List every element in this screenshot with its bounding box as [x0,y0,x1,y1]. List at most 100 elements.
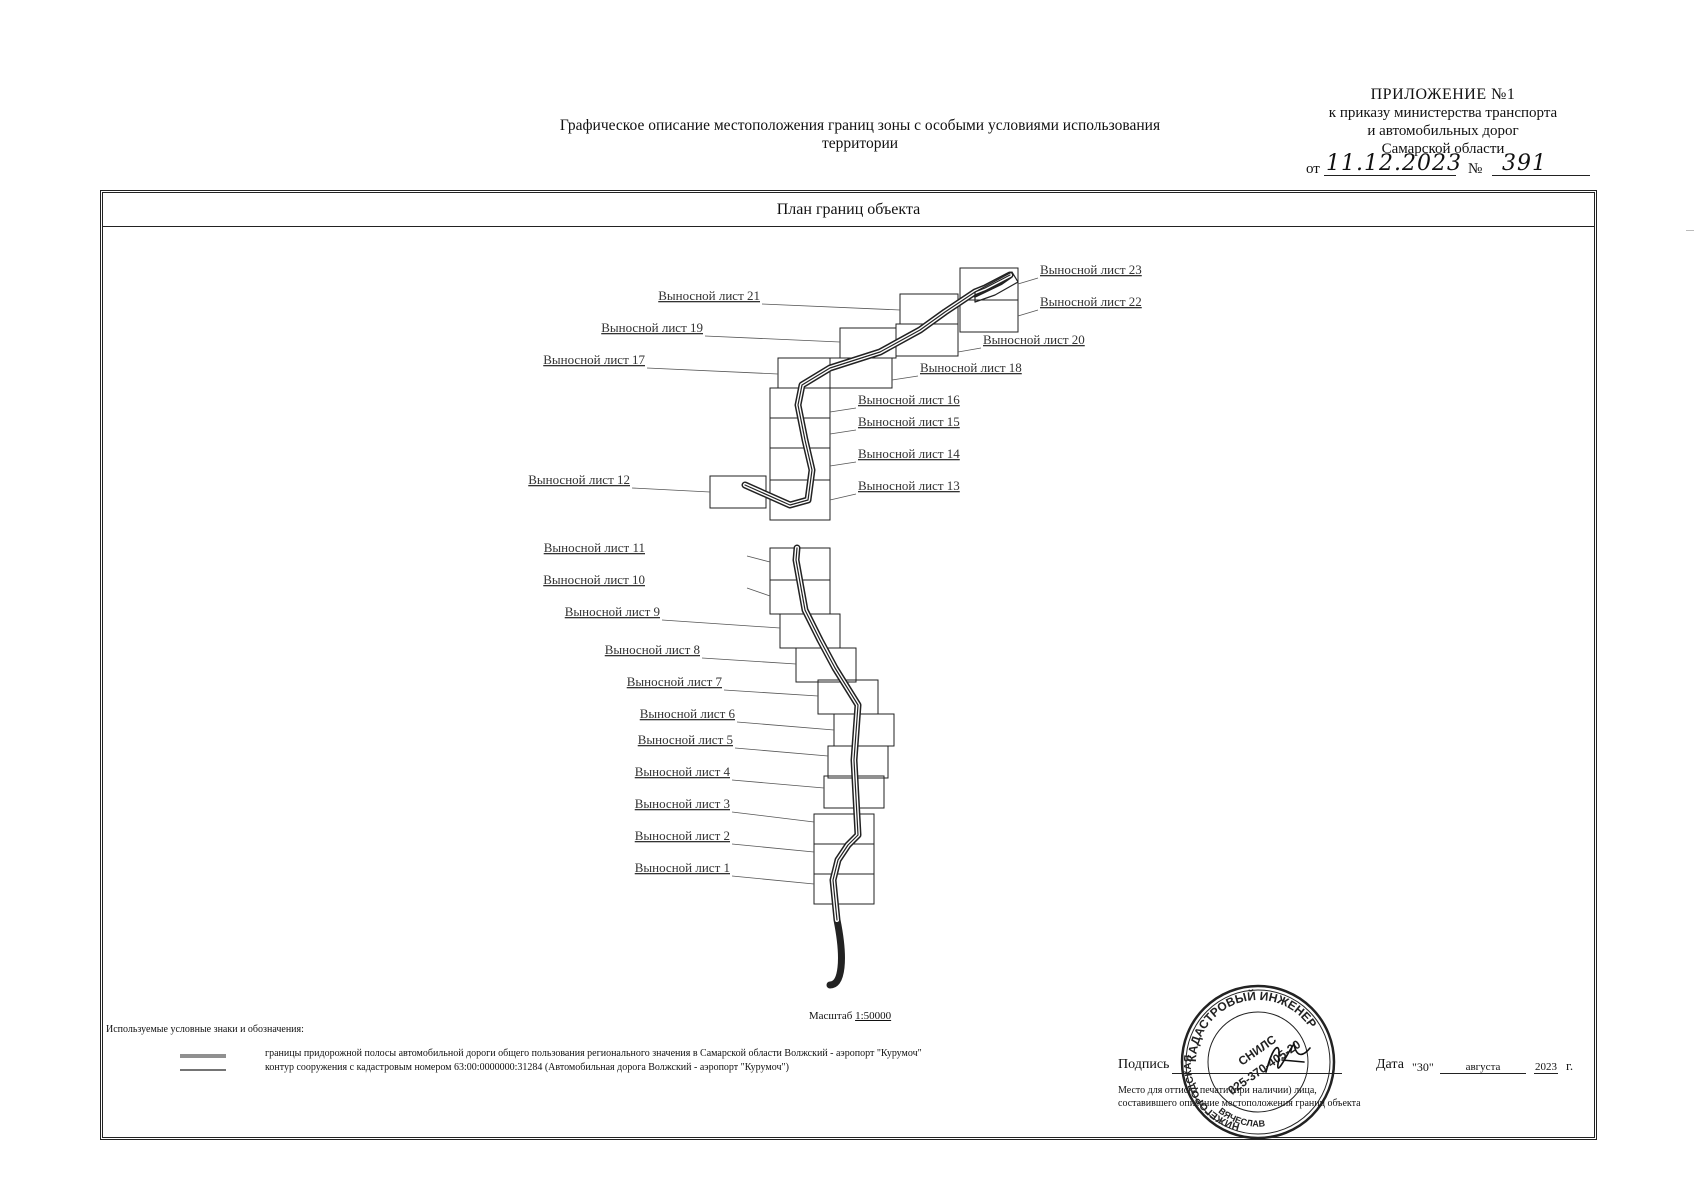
appendix-title: ПРИЛОЖЕНИЕ №1 [1370,86,1516,103]
sheet-leader: Выносной лист 11 [544,540,771,563]
road-corridor [741,271,1019,989]
sheet-leader: Выносной лист 13 [829,478,960,501]
sheet-frame [817,679,879,715]
leader-line [734,747,829,757]
leader-line [1017,309,1039,317]
engineer-seal: КАДАСТРОВЫЙ ИНЖЕНЕР НИЖЕГОРОДСКАЯ ВЯЧЕСЛ… [1180,984,1336,1140]
leader-line [723,689,819,697]
leader-line [631,487,711,493]
sheet-label: Выносной лист 1 [635,860,730,875]
sheet-label: Выносной лист 22 [1040,294,1142,309]
leader-line [731,779,825,789]
order-number-underline [1492,175,1590,176]
sheet-leader: Выносной лист 2 [635,828,815,853]
sheet-frame [813,813,875,845]
order-date-underline [1324,175,1456,176]
scale-label: Масштаб [808,1010,853,1022]
edge-mark [1686,230,1694,231]
leader-line [661,619,781,629]
sheet-leader: Выносной лист 8 [605,642,797,665]
leader-line [1017,277,1039,285]
sheet-leader: Выносной лист 23 [1017,262,1142,285]
sheet-leader: Выносной лист 19 [601,320,841,343]
sheet-label: Выносной лист 20 [983,332,1085,347]
sheet-label: Выносной лист 13 [858,478,960,493]
leader-line [829,461,857,467]
sheet-leader: Выносной лист 18 [891,360,1022,381]
order-reference: от 11.12.2023 № 391 [1304,151,1594,178]
sheet-label: Выносной лист 4 [635,764,731,779]
sheet-label: Выносной лист 8 [605,642,700,657]
appendix-line: и автомобильных дорог [1367,123,1519,139]
sheet-label: Выносной лист 3 [635,796,730,811]
date-day: "30" [1412,1060,1434,1074]
sheet-label: Выносной лист 5 [638,732,733,747]
sheet-label: Выносной лист 23 [1040,262,1142,277]
sheet-leader: Выносной лист 15 [829,414,960,435]
sheet-leader: Выносной лист 3 [635,796,815,823]
contour-line-icon [180,1069,226,1071]
leader-line [704,335,841,343]
appendix-line: к приказу министерства транспорта [1328,105,1558,121]
leader-line [646,367,779,375]
sheet-leader: Выносной лист 10 [543,572,771,597]
sheet-leader: Выносной лист 14 [829,446,960,467]
sheet-label: Выносной лист 11 [544,540,645,555]
order-number-label: № [1468,161,1483,177]
sheet-label: Выносной лист 15 [858,414,960,429]
sheet-frame [813,873,875,905]
sheet-label: Выносной лист 16 [858,392,960,407]
sheet-label: Выносной лист 10 [543,572,645,587]
sheet-frame [769,447,831,481]
date-year: 2023 [1534,1061,1558,1074]
structure-contour-south [795,547,859,921]
structure-contour-north [744,274,1011,506]
sheet-label: Выносной лист 19 [601,320,703,335]
leader-line [829,407,857,413]
sheet-leader: Выносной лист 16 [829,392,960,413]
sheet-leader: Выносной лист 9 [565,604,781,629]
plan-frame [100,190,1597,1140]
appendix-block: ПРИЛОЖЕНИЕ №1 к приказу министерства тра… [1298,86,1588,158]
sheet-label: Выносной лист 18 [920,360,1022,375]
north-end-loop [974,271,1019,303]
sheet-leader: Выносной лист 20 [957,332,1085,353]
sheet-label: Выносной лист 17 [543,352,645,367]
leader-line [891,375,919,381]
roadside-boundary-north [741,271,1014,509]
signature-label: Подпись [1118,1057,1170,1072]
sheet-label: Выносной лист 9 [565,604,660,619]
sheet-leader: Выносной лист 4 [635,764,825,789]
leader-line [761,303,901,311]
sheet-label: Выносной лист 6 [640,706,736,721]
leader-line [731,843,815,853]
leader-line [829,429,857,435]
sheet-leader: Выносной лист 5 [638,732,829,757]
boundary-line-icon [180,1054,226,1058]
order-date: 11.12.2023 [1326,151,1462,176]
leader-line [731,811,815,823]
order-number: 391 [1502,151,1547,176]
sheet-leader: Выносной лист 12 [528,472,711,493]
leader-line [957,347,982,353]
sheet-leader: Выносной лист 1 [635,860,815,885]
legend-item-text: контур сооружения с кадастровым номером … [265,1062,789,1073]
signature-scribble [1265,1042,1311,1073]
sheet-leader: Выносной лист 7 [627,674,819,697]
title-line: территории [821,135,899,152]
sheet-leader: Выносной лист 22 [1017,294,1142,317]
sheet-leader: Выносной лист 6 [640,706,835,731]
sheet-label: Выносной лист 21 [658,288,760,303]
map-scale: Масштаб 1:50000 [740,1010,960,1022]
leader-line [746,587,771,597]
sheet-label: Выносной лист 2 [635,828,730,843]
signature-line [1172,1073,1342,1074]
scale-value: 1:50000 [855,1010,892,1022]
leader-line [731,875,815,885]
sheet-leader: Выносной лист 21 [658,288,901,311]
document-title: Графическое описание местоположения гран… [480,117,1240,153]
date-label: Дата [1376,1057,1404,1072]
plan-heading: План границ объекта [103,194,1594,227]
order-from-label: от [1306,161,1320,177]
